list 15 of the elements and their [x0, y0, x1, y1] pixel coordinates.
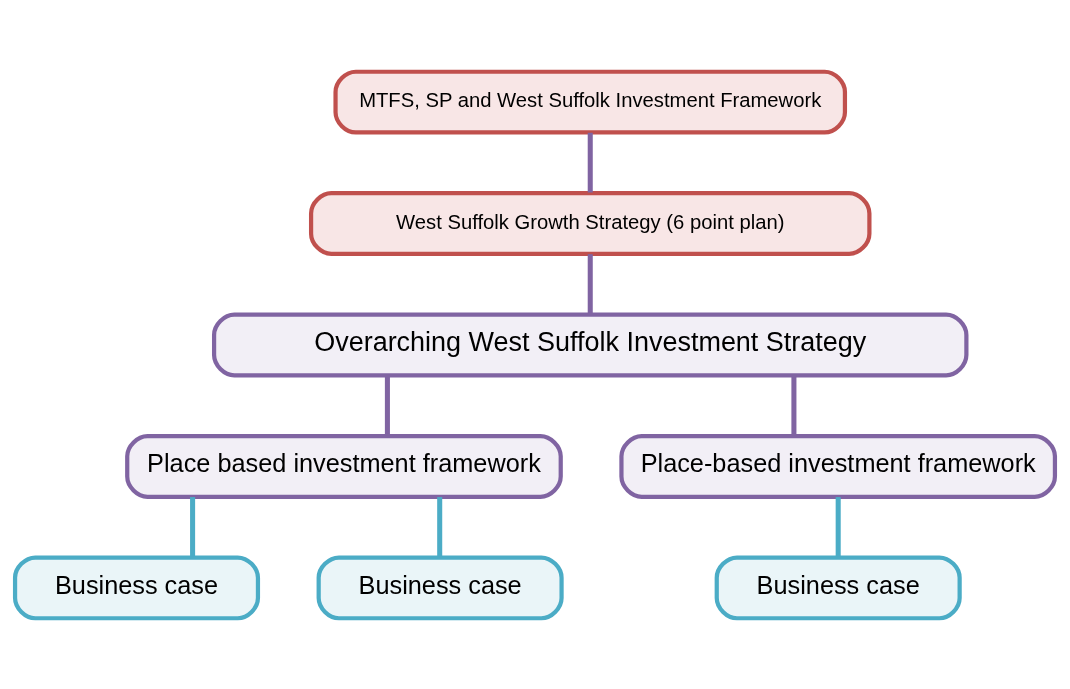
node-box: Business case	[714, 554, 962, 620]
node-box: MTFS, SP and West Suffolk Investment Framework	[333, 69, 848, 135]
node-box: Place-based investment framework	[619, 433, 1058, 499]
connector	[587, 253, 593, 314]
connector	[791, 375, 797, 435]
node-box: Place based investment framework	[125, 433, 563, 499]
connector	[190, 496, 196, 557]
connector	[835, 496, 841, 557]
node-box: West Suffolk Growth Strategy (6 point plan)	[308, 190, 872, 256]
connector	[437, 496, 443, 557]
connector	[384, 375, 390, 435]
node-box: Business case	[316, 554, 564, 620]
connector	[587, 132, 593, 192]
node-box: Business case	[12, 554, 261, 620]
node-box: Overarching West Suffolk Investment Strategy	[212, 312, 969, 377]
